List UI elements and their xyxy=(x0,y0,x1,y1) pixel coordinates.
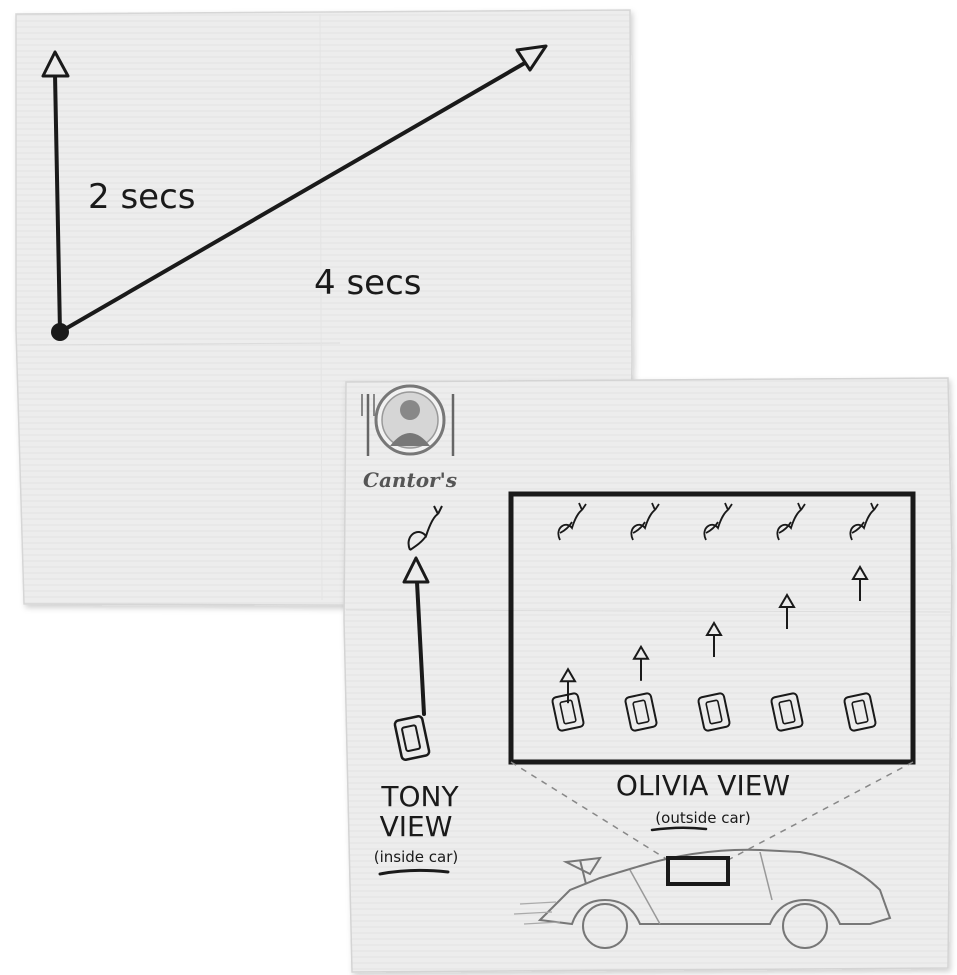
origin-dot xyxy=(51,323,69,341)
olivia-view-note: (outside car) xyxy=(655,809,750,827)
tony-view-note: (inside car) xyxy=(374,848,459,866)
brand-name: Cantor's xyxy=(363,468,457,492)
tony-view-title-2: VIEW xyxy=(380,810,453,843)
tony-view-title-1: TONY xyxy=(380,780,459,813)
olivia-view-title: OLIVIA VIEW xyxy=(616,769,790,802)
short-leg-label: 2 secs xyxy=(88,177,195,217)
napkin-bottom-right: Cantor's TONY VIEW (inside car) xyxy=(344,378,952,972)
long-leg-label: 4 secs xyxy=(314,263,421,303)
